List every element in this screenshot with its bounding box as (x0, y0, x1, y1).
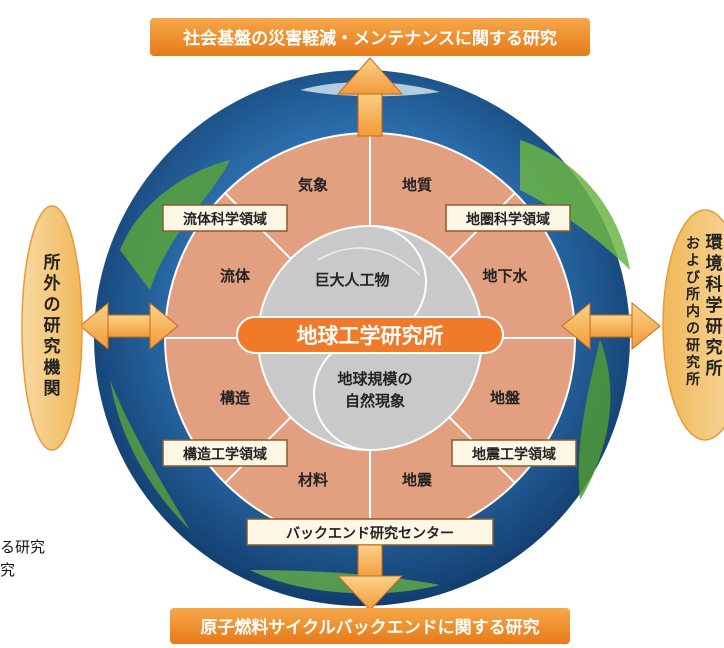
left-oval-char-3: 研 (44, 316, 61, 336)
right-oval-line1-char-0: 環 (706, 233, 724, 253)
right-oval-line1-char-6: 所 (706, 359, 723, 379)
right-oval (662, 209, 724, 441)
left-oval-char-5: 機 (44, 357, 61, 378)
left-oval-char-1: 外 (44, 273, 61, 294)
partial-text-line2: 究 (0, 561, 15, 579)
arrow-left-bidirectional (79, 301, 179, 351)
banner-top: 社会基盤の災害軽減・メンテナンスに関する研究 (150, 18, 590, 56)
sector-label-weather: 気象 (298, 176, 328, 194)
sector-label-structure: 構造 (220, 389, 250, 407)
domain-label-structure: 構造工学領域 (162, 439, 288, 467)
left-oval-char-2: の (44, 295, 61, 315)
left-oval-char-4: 究 (44, 336, 61, 357)
svg-text:原子燃料サイクルバックエンドに関する研究: 原子燃料サイクルバックエンドに関する研究 (200, 617, 539, 638)
partial-text-line1: る研究 (0, 538, 45, 556)
right-oval-line1-char-5: 究 (706, 337, 723, 358)
core-bottom-line2: 自然現象 (345, 392, 405, 410)
svg-text:流体科学領域: 流体科学領域 (183, 211, 267, 228)
domain-label-fluid: 流体科学領域 (162, 204, 288, 232)
right-oval-line2-char-0: お (686, 236, 700, 252)
right-oval-line1-char-1: 境 (706, 253, 723, 274)
right-oval-line1-char-2: 科 (706, 274, 723, 295)
right-oval-line2-char-8: 所 (686, 371, 700, 388)
sector-label-fluid: 流体 (220, 267, 251, 285)
right-oval-line2-char-4: 内 (686, 303, 700, 320)
left-oval-char-6: 関 (44, 379, 61, 399)
arrow-up (336, 57, 404, 137)
center-band (236, 316, 504, 354)
arrow-right-bidirectional (561, 301, 661, 351)
svg-text:バックエンド研究センター: バックエンド研究センター (286, 525, 454, 542)
svg-text:構造工学領域: 構造工学領域 (183, 446, 267, 463)
domain-label-quake: 地震工学領域 (451, 439, 577, 467)
right-oval-line2-char-3: 所 (686, 286, 700, 303)
center-title: 地球工学研究所 (297, 324, 444, 348)
sector-label-geology: 地質 (402, 176, 432, 194)
sector-label-ground: 地盤 (490, 389, 521, 407)
sector-label-material: 材料 (298, 471, 328, 489)
right-oval-line2-char-2: び (686, 270, 701, 286)
right-oval-line1-char-3: 学 (706, 295, 723, 316)
svg-text:社会基盤の災害軽減・メンテナンスに関する研究: 社会基盤の災害軽減・メンテナンスに関する研究 (182, 28, 557, 49)
core-bottom-line1: 地球規模の (337, 370, 412, 388)
banner-bottom: 原子燃料サイクルバックエンドに関する研究 (170, 608, 570, 644)
right-oval-line2-char-5: の (686, 321, 700, 337)
arrow-down (336, 544, 404, 611)
left-oval (21, 205, 83, 451)
right-oval-line2-char-6: 研 (686, 338, 700, 354)
right-oval-line2-char-1: よ (686, 253, 700, 269)
domain-label-geo: 地圏科学領域 (445, 204, 571, 232)
right-oval-line1-char-4: 研 (706, 317, 723, 337)
core-top-label: 巨大人工物 (314, 271, 389, 289)
sector-label-earthquake: 地震 (402, 471, 433, 489)
svg-text:地圏科学領域: 地圏科学領域 (466, 211, 550, 228)
left-oval-char-0: 所 (44, 253, 61, 273)
domain-label-backend: バックエンド研究センター (246, 518, 494, 546)
right-oval-line2-char-7: 究 (686, 354, 700, 371)
sector-label-groundwater: 地下水 (482, 267, 528, 285)
svg-text:地震工学領域: 地震工学領域 (472, 446, 556, 463)
